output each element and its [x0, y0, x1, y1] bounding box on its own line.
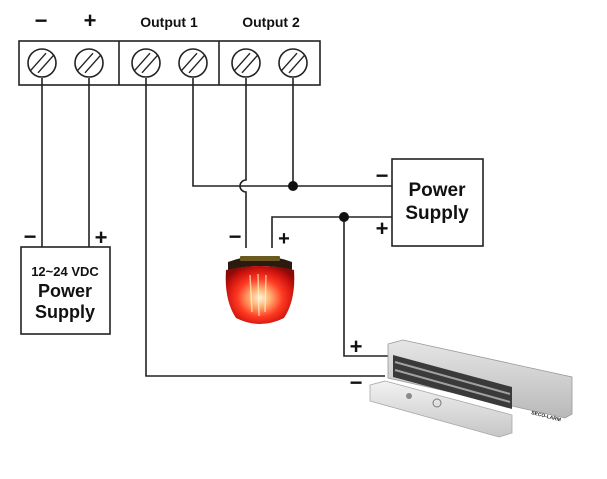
maglock-plus-label: +	[350, 334, 363, 359]
screw-slot	[84, 54, 102, 74]
maglock-minus-label: −	[350, 370, 363, 395]
right-ps-plus-label: +	[376, 216, 389, 241]
terminal-minus-label: −	[35, 8, 48, 33]
wire-maglock-plus	[343, 217, 390, 357]
terminal-block	[18, 40, 321, 86]
wire-strobe-plus	[271, 216, 392, 248]
left-ps-minus-label: −	[24, 224, 37, 249]
junction-dot	[339, 212, 349, 222]
left-power-supply-box	[20, 246, 111, 335]
screw-terminal-icon	[74, 48, 104, 78]
screw-head	[74, 48, 104, 78]
maglock-stripe	[394, 369, 511, 403]
screw-head	[27, 48, 57, 78]
left-ps-plus-label: +	[95, 225, 108, 250]
screw-terminal-icon	[178, 48, 208, 78]
screw-slot	[188, 54, 206, 74]
screw-head	[178, 48, 208, 78]
screw-slot	[180, 52, 198, 72]
maglock-armature-plate	[369, 380, 513, 438]
right-ps-minus-label: −	[376, 163, 389, 188]
output2-label: Output 2	[242, 14, 300, 30]
magnetic-lock-icon: + − SECO-LARM	[350, 334, 573, 438]
left-power-supply: − + 12~24 VDC Power Supply	[20, 224, 111, 335]
screw-terminal-icon	[27, 48, 57, 78]
strobe-minus-label: −	[229, 224, 242, 249]
strobe-dome	[225, 266, 295, 324]
screw-head	[278, 48, 308, 78]
screw-slot	[133, 52, 151, 72]
left-ps-voltage-label: 12~24 VDC	[31, 264, 99, 279]
right-ps-title-line2: Supply	[405, 203, 469, 224]
junction-dot	[288, 181, 298, 191]
plate-screw	[406, 393, 412, 399]
right-power-supply: − + Power Supply	[376, 158, 484, 247]
output1-label: Output 1	[140, 14, 198, 30]
maglock-face	[393, 355, 512, 409]
screw-slot	[280, 52, 298, 72]
left-ps-title-line1: Power	[38, 281, 92, 301]
wire-output1-common	[192, 78, 239, 187]
wire-output2-strobe	[239, 78, 247, 248]
strobe-plus-label: +	[278, 228, 290, 250]
screw-slot	[29, 52, 47, 72]
right-ps-title-line1: Power	[408, 180, 466, 201]
screw-terminal-icon	[131, 48, 161, 78]
screw-slot	[241, 54, 259, 74]
screw-slot	[233, 52, 251, 72]
screw-slot	[37, 54, 55, 74]
plate-screw	[432, 398, 442, 408]
wires	[41, 78, 392, 377]
screw-head	[131, 48, 161, 78]
screw-slot	[76, 52, 94, 72]
left-ps-title-line2: Supply	[35, 302, 95, 322]
screw-terminal-icon	[231, 48, 261, 78]
red-strobe-light-icon: − +	[225, 224, 295, 324]
right-power-supply-box	[391, 158, 484, 247]
strobe-highlight	[249, 273, 267, 317]
terminal-plus-label: +	[84, 8, 97, 33]
screw-head	[231, 48, 261, 78]
wire-output1-maglock	[145, 78, 385, 377]
screw-slot	[141, 54, 159, 74]
strobe-base-label	[240, 256, 280, 261]
screw-slot	[288, 54, 306, 74]
terminal-block-outline	[18, 40, 321, 86]
screw-terminal-icon	[278, 48, 308, 78]
maglock-stripe	[394, 361, 511, 395]
